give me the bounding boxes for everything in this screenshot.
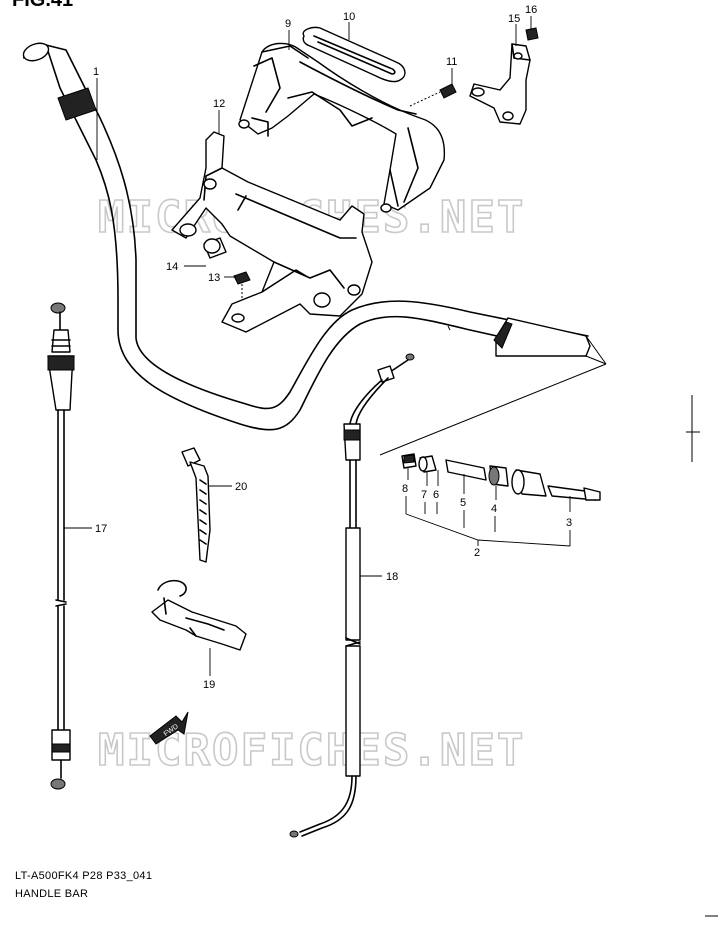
- callout-9: 9: [285, 18, 291, 30]
- callout-10: 10: [343, 11, 355, 23]
- callout-12: 12: [213, 98, 225, 110]
- edge-marks: [686, 395, 718, 917]
- bar-end-group-part-2: [401, 453, 601, 501]
- brake-cable-part-18: [289, 353, 415, 838]
- callout-7: 7: [421, 489, 427, 501]
- bolt-part-16: [525, 27, 539, 41]
- bolt-part-13: [233, 271, 251, 300]
- leader-lines: [64, 16, 571, 676]
- meter-bezel-part-10: [302, 26, 406, 83]
- callout-6: 6: [433, 489, 439, 501]
- diagram-title: HANDLE BAR: [15, 888, 89, 900]
- callout-5: 5: [460, 497, 466, 509]
- bolt-part-11: [409, 83, 457, 107]
- callout-18: 18: [386, 571, 398, 583]
- callout-2: 2: [474, 547, 480, 559]
- callout-numbers: 1 2 3 4 5 6 7 8 9 10 11 12 13 14 15 16 1…: [93, 4, 572, 691]
- diagram-code: LT-A500FK4 P28 P33_041: [15, 870, 153, 882]
- collar-part-14: [203, 237, 227, 259]
- callout-11: 11: [446, 56, 457, 68]
- callout-1: 1: [93, 66, 99, 78]
- callout-4: 4: [491, 503, 497, 515]
- callout-3: 3: [566, 517, 572, 529]
- callout-15: 15: [508, 13, 520, 25]
- cable-tie-part-20: [181, 447, 211, 563]
- callout-14: 14: [166, 261, 178, 273]
- callout-19: 19: [203, 679, 215, 691]
- bracket-part-15: [469, 43, 531, 125]
- callout-13: 13: [208, 272, 220, 284]
- figure-label: FIG.41: [12, 0, 73, 11]
- throttle-cable-part-17: [47, 302, 75, 790]
- callout-8: 8: [402, 483, 408, 495]
- cable-guide-part-19: [151, 579, 247, 651]
- handlebar-part-1: [22, 42, 607, 456]
- handlebar-holder-part-12: [171, 131, 373, 333]
- callout-17: 17: [95, 523, 107, 535]
- handlebar-cover-part-9: [238, 42, 446, 213]
- callout-16: 16: [525, 4, 537, 16]
- callout-20: 20: [235, 481, 247, 493]
